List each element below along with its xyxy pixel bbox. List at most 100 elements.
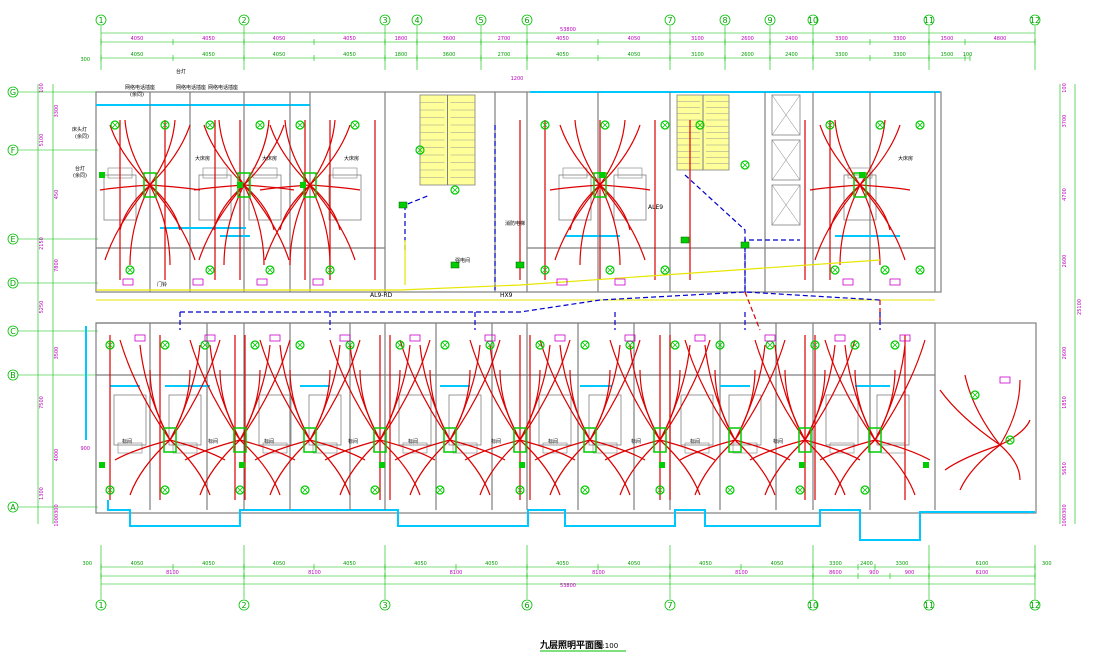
dim-top-row2-first: 300 — [80, 57, 90, 63]
ceiling-light-cross — [581, 341, 589, 349]
ceiling-light-cross — [451, 186, 459, 194]
dim-top-row1-value: 4050 — [343, 36, 356, 42]
bed — [825, 394, 859, 446]
wire-circuit — [399, 339, 451, 441]
wire-circuit — [149, 119, 176, 186]
wire-circuit — [734, 369, 756, 441]
socket-icon — [256, 278, 268, 286]
axis-bubble-top — [238, 14, 250, 26]
wire-circuit — [999, 444, 1021, 481]
ceiling-light-icon — [450, 185, 460, 195]
normal-trunk — [96, 259, 881, 291]
axis-bubble-top — [764, 14, 776, 26]
ceiling-light-icon — [890, 340, 900, 350]
socket-icon — [694, 334, 706, 342]
axis-bubble-top — [923, 14, 935, 26]
socket-icon — [339, 334, 351, 342]
ceiling-light-icon — [695, 120, 705, 130]
ceiling-light-cross — [416, 146, 424, 154]
ceiling-light-cross — [671, 341, 679, 349]
axis-label-top: 2 — [241, 16, 246, 25]
ceiling-light-cross — [916, 266, 924, 274]
dim-top-row1-value: 2600 — [741, 36, 754, 42]
wire-circuit — [784, 369, 806, 441]
socket-icon — [764, 334, 776, 342]
ceiling-light-cross — [256, 121, 264, 129]
junction-box-icon — [303, 427, 317, 453]
axis-label-top: 1 — [98, 16, 103, 25]
bed — [398, 394, 432, 446]
dim-top-row2-value: 4050 — [628, 52, 641, 58]
wire-circuit — [169, 369, 191, 441]
junction-box-icon — [798, 427, 812, 453]
axis-label-bottom: 12 — [1030, 601, 1040, 610]
axis-label-bottom: 1 — [98, 601, 103, 610]
axis-label-top: 12 — [1030, 16, 1040, 25]
note-electrical-room: 强电间 — [455, 257, 470, 264]
socket-icon — [192, 278, 204, 286]
switch-icon — [379, 462, 385, 468]
wire-circuit — [964, 374, 1001, 446]
wire-circuit — [243, 184, 265, 266]
dim-right-value: 2600 — [1062, 347, 1068, 360]
wire-circuit — [999, 379, 1021, 446]
ceiling-light-icon — [205, 265, 215, 275]
dim-top-row1-value: 3300 — [893, 36, 906, 42]
socket-icon — [834, 334, 846, 342]
dim-right-value: 4700 — [1062, 188, 1068, 201]
wire-circuit — [289, 369, 311, 441]
ceiling-light-cross — [346, 341, 354, 349]
wire-circuit — [854, 369, 876, 441]
wire-circuit — [999, 419, 1031, 446]
dim-bottom-row1-value: 4050 — [699, 561, 712, 567]
socket-icon — [624, 334, 636, 342]
dim-left-value: 3500 — [54, 347, 60, 360]
note-king-room-2: 大床房 — [262, 155, 277, 162]
switch-icon — [599, 172, 605, 178]
ceiling-light-cross — [1006, 436, 1014, 444]
building-walls — [85, 91, 1037, 541]
dim-bottom-row2-value: 8100 — [450, 570, 463, 576]
ceiling-light-icon — [440, 340, 450, 350]
wire-circuit — [599, 184, 621, 266]
wire-circuit — [119, 339, 171, 441]
note-network-phone-3: 网络电话插座 — [208, 84, 238, 91]
dim-top-row1-value: 4050 — [628, 36, 641, 42]
axis-bubble-top — [1029, 14, 1041, 26]
note-twin-6: 标间 — [491, 438, 501, 445]
wire-circuit — [519, 369, 541, 441]
wire-circuit — [834, 119, 861, 186]
dim-bottom-row1-value: 6100 — [976, 561, 989, 567]
panel-box-icon — [450, 261, 460, 269]
dim-top-row2-value: 1800 — [395, 52, 408, 58]
junction-box-icon — [143, 172, 157, 198]
note-king-room-3: 大床房 — [344, 155, 359, 162]
ceiling-light-cross — [371, 486, 379, 494]
note-table-lamp-2: 台灯 — [176, 68, 186, 75]
ceiling-light-cross — [606, 266, 614, 274]
ceiling-light-icon — [830, 265, 840, 275]
bed — [258, 394, 292, 446]
bed — [113, 394, 147, 446]
dim-bottom-first: 300 — [82, 561, 92, 567]
pillow — [332, 167, 358, 179]
axis-bubble-top — [664, 14, 676, 26]
axis-label-bottom: 6 — [524, 601, 529, 610]
bed — [588, 394, 622, 446]
bed — [308, 394, 342, 446]
ceiling-light-icon — [255, 120, 265, 130]
ceiling-light-icon — [660, 120, 670, 130]
axis-label-top: 8 — [722, 16, 727, 25]
switch-icon — [239, 462, 245, 468]
ceiling-light-cross — [541, 266, 549, 274]
wire-circuit — [449, 369, 471, 441]
wire-circuit — [609, 339, 661, 441]
junction-box-icon — [303, 172, 317, 198]
axis-bubble-top — [95, 14, 107, 26]
wire-circuit — [149, 184, 181, 231]
ceiling-light-icon — [395, 340, 405, 350]
emergency-trunk — [180, 291, 881, 313]
ceiling-light-cross — [656, 486, 664, 494]
note-same-1: (余同) — [130, 91, 144, 98]
